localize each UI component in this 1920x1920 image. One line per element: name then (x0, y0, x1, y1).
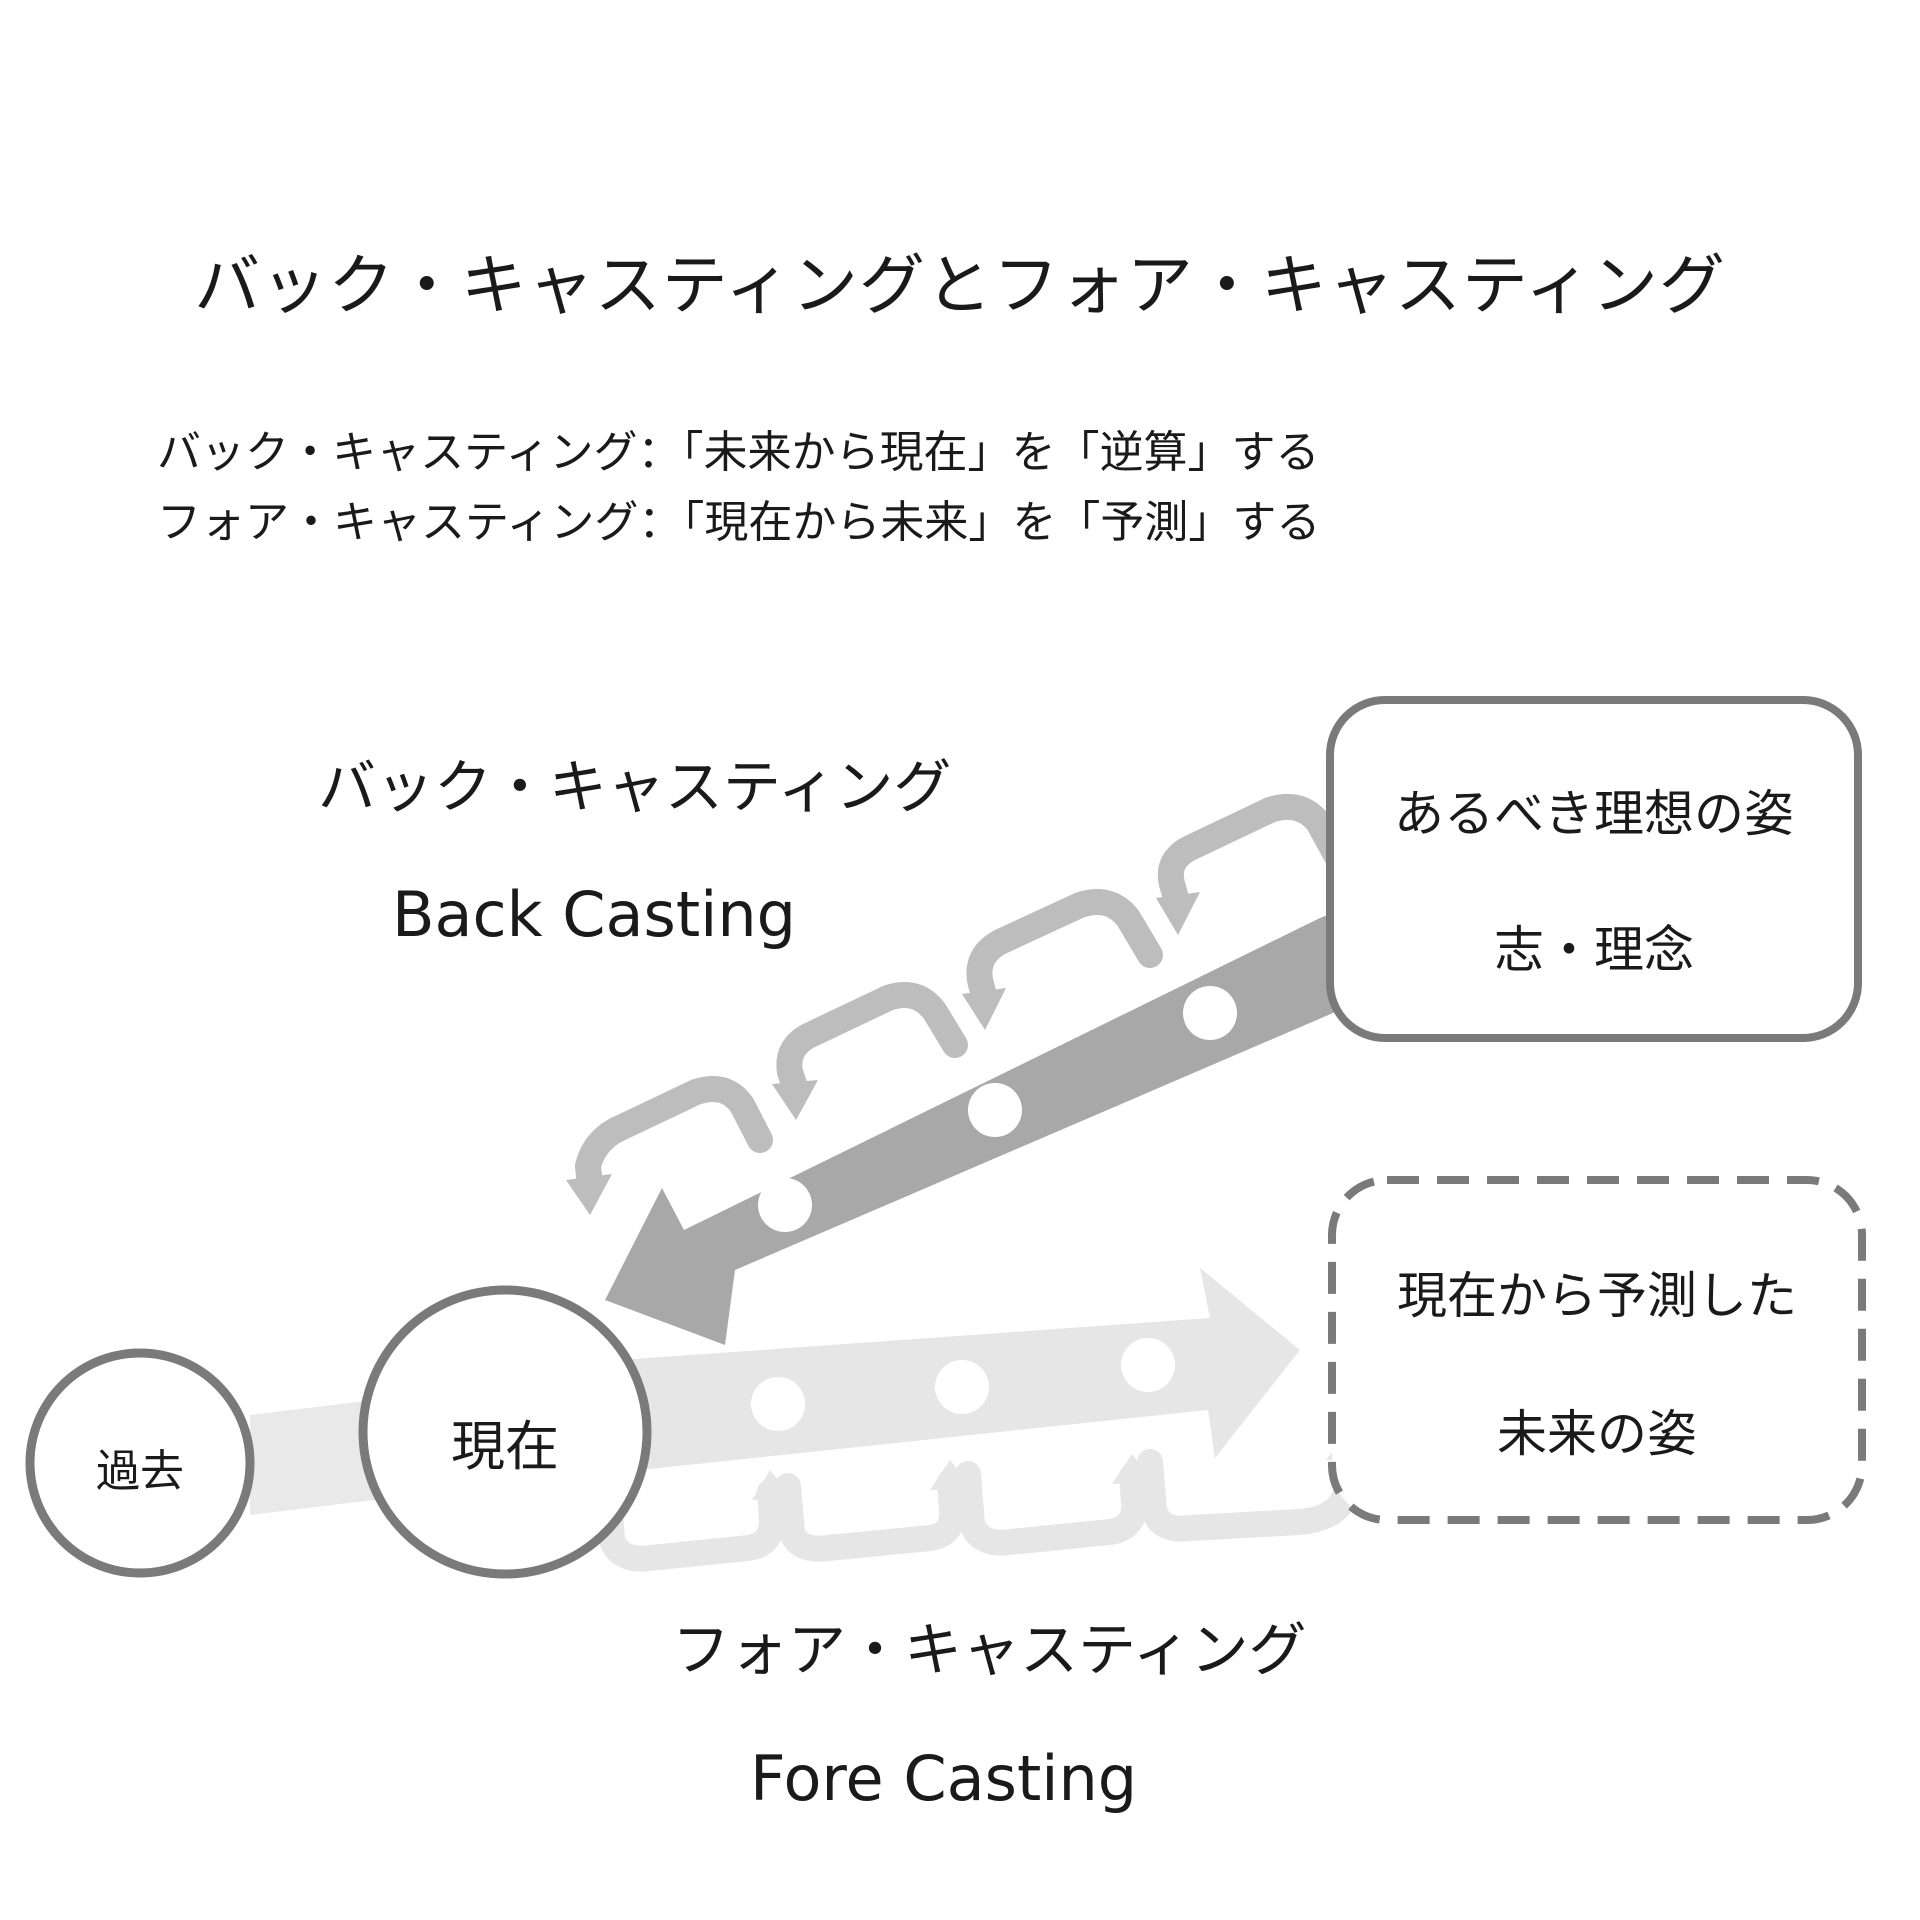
page-title: バック・キャスティングとフォア・キャスティング (194, 247, 1726, 324)
fore-dots (751, 1338, 1175, 1431)
forecast-box-line1: 現在から予測した (1397, 1267, 1797, 1325)
forecast-box-line2: 未来の姿 (1497, 1405, 1697, 1463)
back-dot (1183, 986, 1237, 1040)
fore-dot (935, 1360, 989, 1414)
fore-label-en: Fore Casting (750, 1742, 1138, 1815)
past-node (25, 1348, 255, 1578)
timeline-band (250, 1398, 390, 1515)
fore-dot (1121, 1338, 1175, 1392)
back-label-jp: バック・キャスティング (318, 753, 952, 821)
definition-back: バック・キャスティング：「未来から現在」を「逆算」する (157, 427, 1320, 478)
definition-fore: フォア・キャスティング：「現在から未来」を「予測」する (157, 497, 1321, 548)
ideal-box (1326, 696, 1862, 1042)
present-node-label: 現在 (451, 1415, 559, 1478)
back-loop-heads (566, 892, 1200, 1215)
back-arrow (605, 910, 1340, 1345)
back-loops (575, 794, 1353, 1198)
top-band (0, 0, 1920, 195)
definitions: バック・キャスティング：「未来から現在」を「逆算」する フォア・キャスティング：… (157, 418, 1320, 558)
forecast-box (1328, 1176, 1866, 1524)
past-node-label: 過去 (96, 1446, 184, 1497)
fore-label-jp: フォア・キャスティング (672, 1616, 1307, 1684)
present-node (358, 1285, 652, 1579)
ideal-box-line2: 志・理念 (1494, 921, 1694, 979)
ideal-box-line1: あるべき理想の姿 (1394, 785, 1794, 843)
back-dot (968, 1083, 1022, 1137)
back-dots (758, 986, 1237, 1232)
fore-dot (751, 1377, 805, 1431)
fore-loops (595, 1437, 1361, 1572)
back-dot (758, 1178, 812, 1232)
back-label-en: Back Casting (392, 878, 796, 951)
